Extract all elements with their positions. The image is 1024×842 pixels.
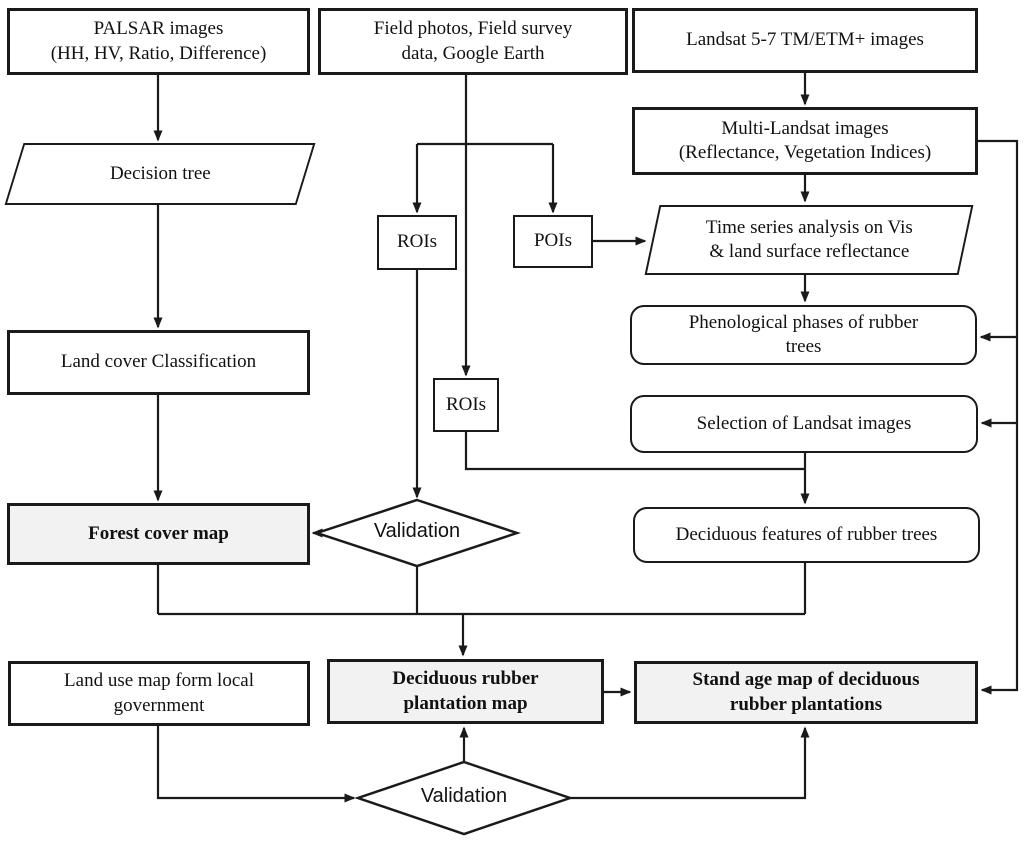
edge-validation2-standage	[570, 726, 810, 800]
node-deciduous-features: Deciduous features of rubber trees	[633, 507, 980, 563]
node-land-cover-classification: Land cover Classification	[7, 330, 310, 395]
time-series-analysis-label: Time series analysis on Vis & land surfa…	[705, 216, 913, 262]
node-multi-landsat-images: Multi-Landsat images (Reflectance, Veget…	[632, 107, 978, 175]
node-selection-landsat-images: Selection of Landsat images	[630, 395, 978, 453]
node-palsar-images: PALSAR images (HH, HV, Ratio, Difference…	[7, 8, 310, 75]
diamonds	[313, 498, 574, 836]
node-forest-cover-map: Forest cover map	[7, 503, 310, 565]
node-phenological-phases: Phenological phases of rubber trees	[630, 305, 977, 365]
validation-2-diamond	[354, 760, 574, 836]
decision-tree-label: Decision tree	[109, 162, 211, 184]
edges	[153, 73, 1019, 803]
edge-landuse-validation2	[156, 726, 356, 803]
node-land-use-map: Land use map form local government	[8, 661, 310, 726]
node-field-data: Field photos, Field survey data, Google …	[318, 8, 628, 75]
edge-multilandsat-standage-feedback	[978, 139, 1019, 695]
node-validation-2: Validation	[420, 785, 508, 807]
node-stand-age-map: Stand age map of deciduous rubber planta…	[634, 661, 978, 724]
node-pois: POIs	[513, 215, 593, 268]
node-validation-1: Validation	[373, 520, 461, 542]
node-rois-1: ROIs	[377, 215, 457, 270]
node-decision-tree: Decision tree	[4, 143, 316, 205]
validation-1-diamond	[313, 498, 521, 568]
node-deciduous-rubber-plantation-map: Deciduous rubber plantation map	[327, 659, 604, 724]
node-landsat-images: Landsat 5-7 TM/ETM+ images	[632, 8, 978, 73]
node-rois-2: ROIs	[433, 378, 499, 432]
edge-roi2-join	[464, 432, 805, 471]
node-time-series-analysis: Time series analysis on Vis & land surfa…	[644, 205, 974, 275]
